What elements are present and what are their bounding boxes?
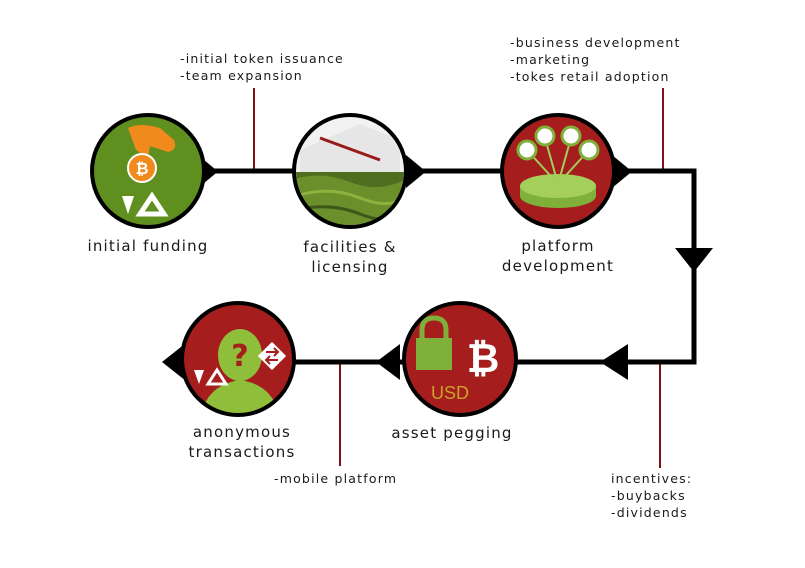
- stage-label-line: initial funding: [87, 237, 209, 255]
- stage-label-line: development: [501, 257, 615, 275]
- stage-label-line: asset pegging: [391, 424, 513, 442]
- stage-initial-funding-icon: ₿: [90, 113, 206, 229]
- note-line: -business development: [510, 35, 681, 50]
- note-line: -dividends: [611, 505, 688, 520]
- svg-text:?: ?: [231, 339, 248, 374]
- arrow-left-icon: [600, 344, 628, 380]
- stage-label-anonymous: anonymous transactions: [162, 422, 322, 462]
- note-line: -buybacks: [611, 488, 686, 503]
- stage-label-asset-pegging: asset pegging: [372, 423, 532, 443]
- arrow-right-icon: [612, 155, 632, 188]
- note-line: -team expansion: [180, 68, 303, 83]
- note-line: -initial token issuance: [180, 51, 344, 66]
- svg-text:₿: ₿: [135, 159, 148, 178]
- stage-anonymous-icon: ?: [180, 301, 296, 417]
- note-line: incentives:: [611, 471, 693, 486]
- stage-label-platform: platform development: [478, 236, 638, 276]
- note-funding: -initial token issuance -team expansion: [180, 50, 344, 84]
- stage-label-line: licensing: [311, 258, 389, 276]
- arrow-down-icon: [675, 248, 713, 272]
- note-line: -marketing: [510, 52, 591, 67]
- note-development: -business development -marketing -tokes …: [510, 34, 681, 85]
- arrow-left-icon: [162, 343, 186, 381]
- stage-facilities-icon: [292, 113, 408, 229]
- stage-label-line: anonymous: [192, 423, 292, 441]
- arrow-right-icon: [406, 155, 426, 188]
- note-mobile: -mobile platform: [274, 470, 397, 487]
- stage-label-initial-funding: initial funding: [68, 236, 228, 256]
- note-line: -tokes retail adoption: [510, 69, 670, 84]
- stage-label-facilities: facilities & licensing: [270, 237, 430, 277]
- svg-text:₿: ₿: [467, 336, 500, 382]
- note-line: -mobile platform: [274, 471, 398, 486]
- stage-platform-icon: [500, 113, 616, 229]
- stage-asset-pegging-icon: ₿ USD: [402, 301, 518, 417]
- arrow-left-icon: [376, 344, 400, 380]
- note-incentives: incentives: -buybacks -dividends: [611, 470, 692, 521]
- usd-text: USD: [431, 383, 469, 403]
- stage-label-line: facilities &: [303, 238, 397, 256]
- stage-label-line: platform: [521, 237, 595, 255]
- stage-label-line: transactions: [188, 443, 296, 461]
